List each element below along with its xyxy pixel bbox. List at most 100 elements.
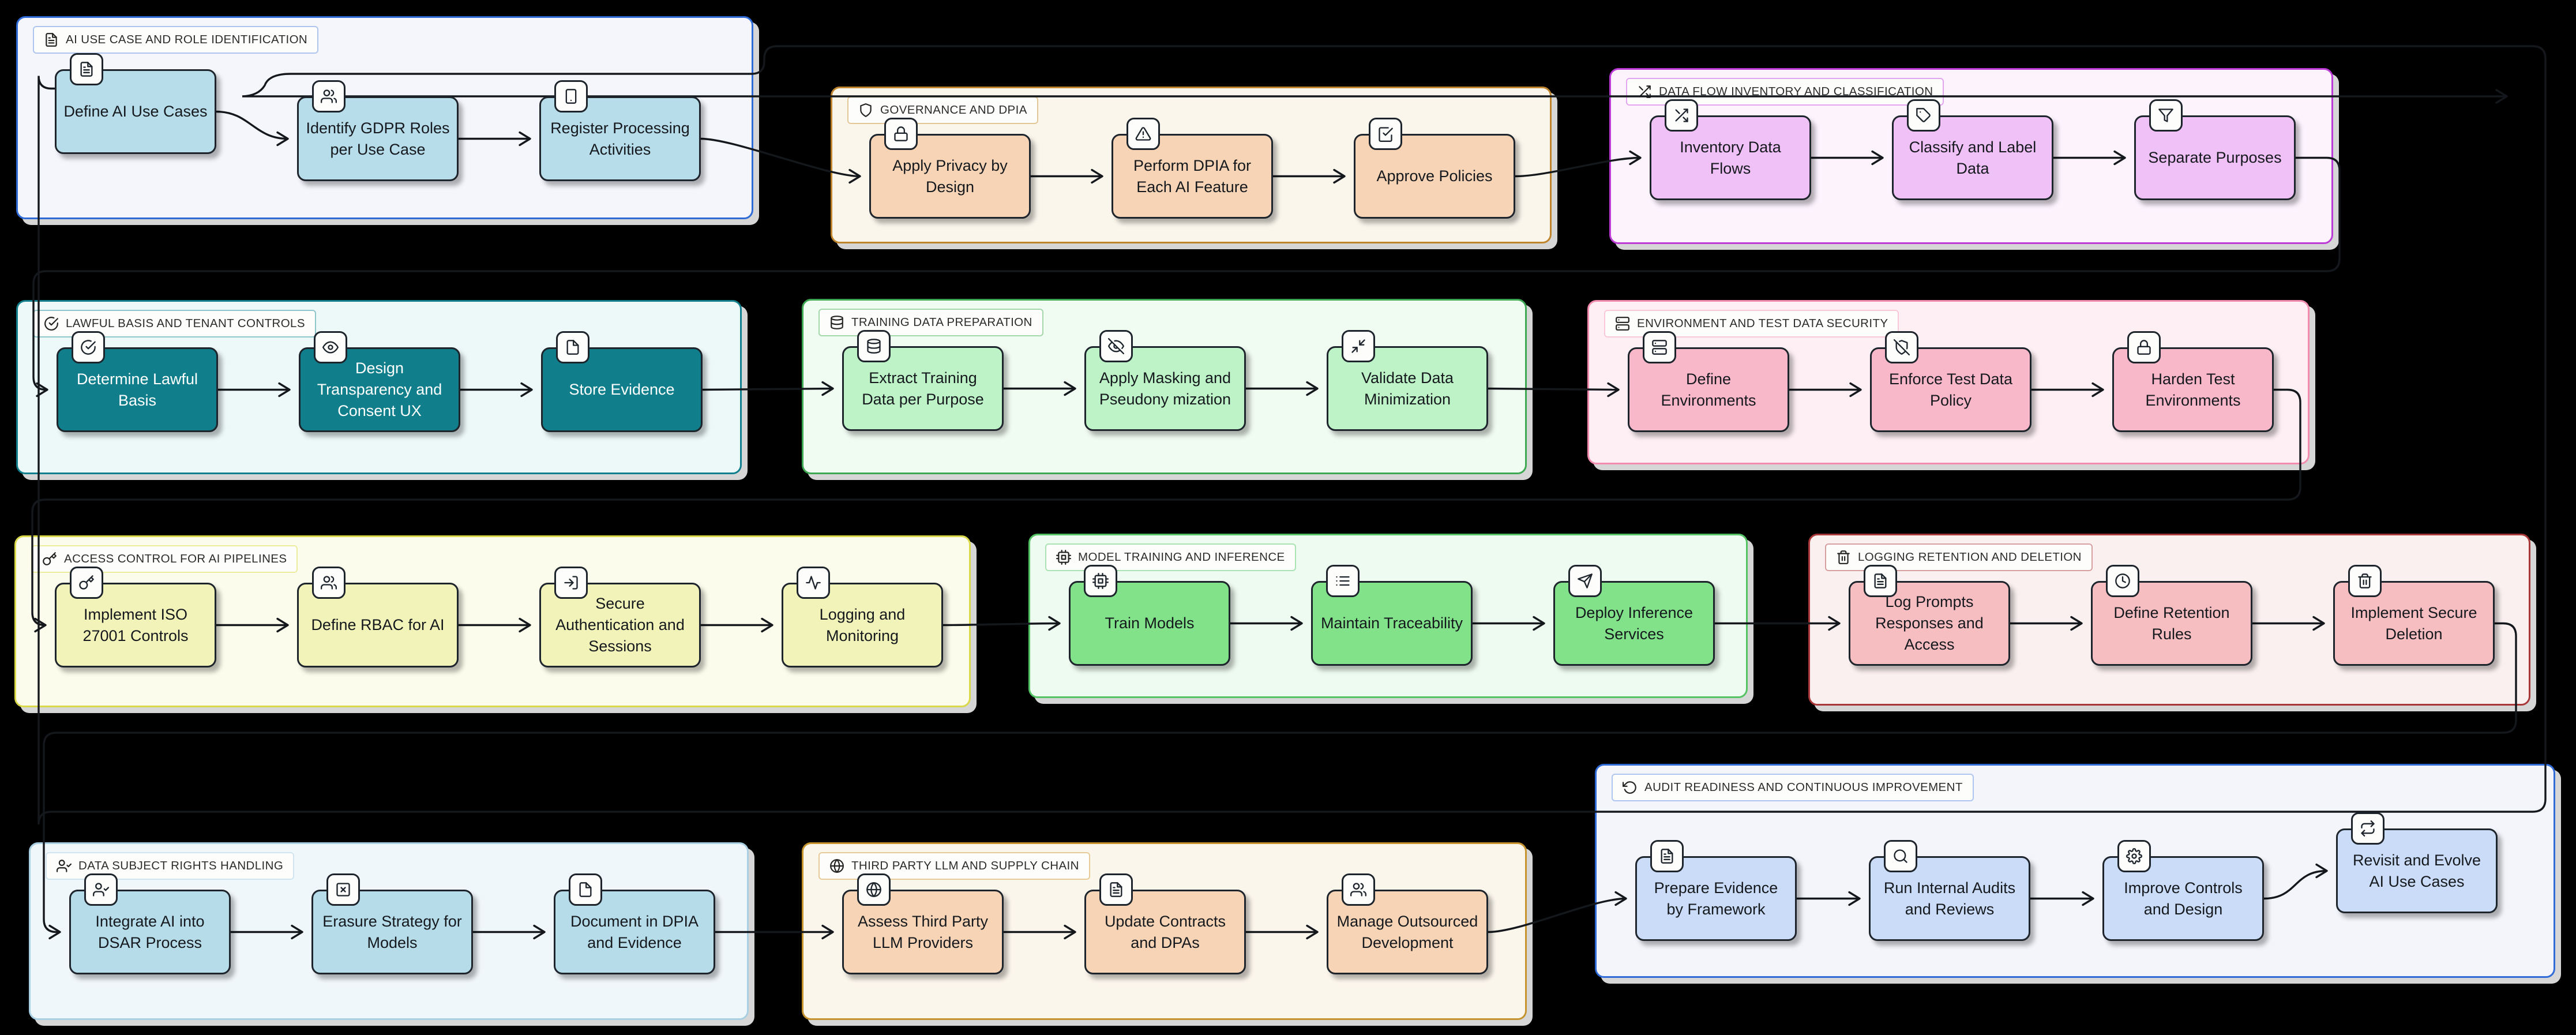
node-icon-badge <box>857 873 891 906</box>
node-label: Integrate AI into DSAR Process <box>95 912 205 951</box>
file-text-icon <box>1661 849 1673 864</box>
shield-icon <box>860 103 872 117</box>
group-title-label: AUDIT READINESS AND CONTINUOUS IMPROVEME… <box>1644 781 1963 794</box>
node-icon-badge <box>314 331 347 363</box>
file-icon <box>579 882 592 897</box>
node-icon-badge <box>326 873 360 906</box>
node-label: Separate Purposes <box>2148 149 2282 166</box>
node-label: Harden Test Environments <box>2145 370 2241 409</box>
node-prepare-evidence-by-framework: Prepare Evidence by Framework <box>1635 840 1797 941</box>
node-document-in-dpia-and-evidence: Document in DPIA and Evidence <box>554 873 715 974</box>
node-label: Log Prompts Responses and Access <box>1875 593 1984 653</box>
node-improve-controls-and-design: Improve Controls and Design <box>2102 840 2264 941</box>
node-label: Deploy Inference Services <box>1575 603 1693 643</box>
node-store-evidence: Store Evidence <box>541 331 703 432</box>
node-classify-and-label-data: Classify and Label Data <box>1892 99 2053 200</box>
node-label: Maintain Traceability <box>1320 614 1463 632</box>
filter-icon <box>2158 108 2173 122</box>
check-circle-icon <box>44 317 58 331</box>
globe-icon <box>830 859 844 873</box>
node-icon-badge <box>797 567 830 599</box>
group-title-badge: AI USE CASE AND ROLE IDENTIFICATION <box>33 26 319 54</box>
clock-icon <box>2115 573 2130 588</box>
node-icon-badge <box>1864 565 1897 597</box>
node-separate-purposes: Separate Purposes <box>2134 99 2296 200</box>
node-icon-badge <box>1369 118 1402 150</box>
list-icon <box>1336 576 1350 586</box>
group-title-badge: MODEL TRAINING AND INFERENCE <box>1045 543 1296 571</box>
users-icon <box>321 89 337 103</box>
shield-off-icon <box>1894 339 1910 355</box>
node-label: Assess Third Party LLM Providers <box>857 912 989 951</box>
node-label: Secure Authentication and Sessions <box>555 595 685 655</box>
node-apply-privacy-by-design: Apply Privacy by Design <box>869 118 1031 219</box>
node-define-rbac-for-ai: Define RBAC for AI <box>297 567 459 667</box>
lock-icon <box>894 126 908 141</box>
node-icon-badge <box>2351 812 2385 845</box>
node-label: Store Evidence <box>569 381 675 398</box>
database-icon <box>831 316 843 329</box>
node-icon-badge <box>1650 840 1684 872</box>
node-label: Run Internal Audits and Reviews <box>1883 879 2016 918</box>
node-icon-badge <box>312 80 346 112</box>
node-label: Apply Masking and Pseudony mization <box>1099 369 1231 408</box>
cpu-icon <box>1056 550 1071 565</box>
node-icon-badge <box>1126 118 1160 150</box>
node-label: Erasure Strategy for Models <box>322 912 462 951</box>
shuffle-icon <box>1639 85 1651 98</box>
node-icon-badge <box>1326 565 1360 597</box>
file-text-icon <box>1110 882 1122 897</box>
tablet-icon <box>565 89 577 104</box>
log-in-icon <box>564 576 578 590</box>
node-manage-outsourced-development: Manage Outsourced Development <box>1327 873 1488 974</box>
search-icon <box>1894 849 1907 863</box>
node-label: Extract Training Data per Purpose <box>862 369 984 408</box>
node-approve-policies: Approve Policies <box>1354 118 1515 219</box>
node-icon-badge <box>1643 331 1676 363</box>
user-check-icon <box>93 883 109 897</box>
tag-icon <box>1916 108 1931 122</box>
x-square-icon <box>336 883 350 897</box>
database-icon <box>867 339 881 354</box>
check-square-icon <box>1379 127 1393 142</box>
repeat-icon <box>2361 820 2375 837</box>
send-icon <box>1578 573 1593 588</box>
node-icon-badge <box>556 331 589 363</box>
group-title-badge: GOVERNANCE AND DPIA <box>847 96 1038 124</box>
server-icon <box>1652 340 1667 355</box>
group-title-label: LAWFUL BASIS AND TENANT CONTROLS <box>66 317 305 330</box>
eye-icon <box>322 341 339 354</box>
node-erasure-strategy-for-models: Erasure Strategy for Models <box>311 873 473 974</box>
node-label: Inventory Data Flows <box>1680 138 1781 177</box>
node-define-environments: Define Environments <box>1628 331 1789 432</box>
lock-icon <box>2137 340 2151 355</box>
group-title-label: AI USE CASE AND ROLE IDENTIFICATION <box>66 33 308 46</box>
user-check-icon <box>57 860 72 872</box>
trash-icon <box>2358 573 2372 588</box>
node-label: Logging and Monitoring <box>819 605 906 644</box>
node-icon-badge <box>312 567 346 599</box>
file-text-icon <box>1874 573 1887 588</box>
node-define-retention-rules: Define Retention Rules <box>2091 565 2252 666</box>
alert-triangle-icon <box>1135 127 1151 141</box>
node-perform-dpia-for-each-ai-feature: Perform DPIA for Each AI Feature <box>1111 118 1273 219</box>
group-title-label: ACCESS CONTROL FOR AI PIPELINES <box>64 552 287 565</box>
users-icon <box>321 576 337 590</box>
file-text-icon <box>80 62 93 77</box>
node-label: Perform DPIA for Each AI Feature <box>1133 156 1252 196</box>
node-determine-lawful-basis: Determine Lawful Basis <box>57 331 218 432</box>
node-label: Determine Lawful Basis <box>76 370 198 409</box>
node-secure-authentication-and-sessions: Secure Authentication and Sessions <box>539 567 701 667</box>
check-circle-icon <box>81 340 96 355</box>
node-label: Implement ISO 27001 Controls <box>82 605 189 644</box>
node-label: Define Environments <box>1661 370 1756 409</box>
node-deploy-inference-services: Deploy Inference Services <box>1553 565 1715 666</box>
node-icon-badge <box>72 331 105 363</box>
node-log-prompts-responses-and-access: Log Prompts Responses and Access <box>1849 565 2010 666</box>
node-icon-badge <box>2149 99 2183 132</box>
group-title-badge: TRAINING DATA PREPARATION <box>818 309 1043 336</box>
group-title-label: MODEL TRAINING AND INFERENCE <box>1078 550 1285 564</box>
rotate-ccw-icon <box>1623 781 1636 794</box>
node-icon-badge <box>1342 873 1375 906</box>
